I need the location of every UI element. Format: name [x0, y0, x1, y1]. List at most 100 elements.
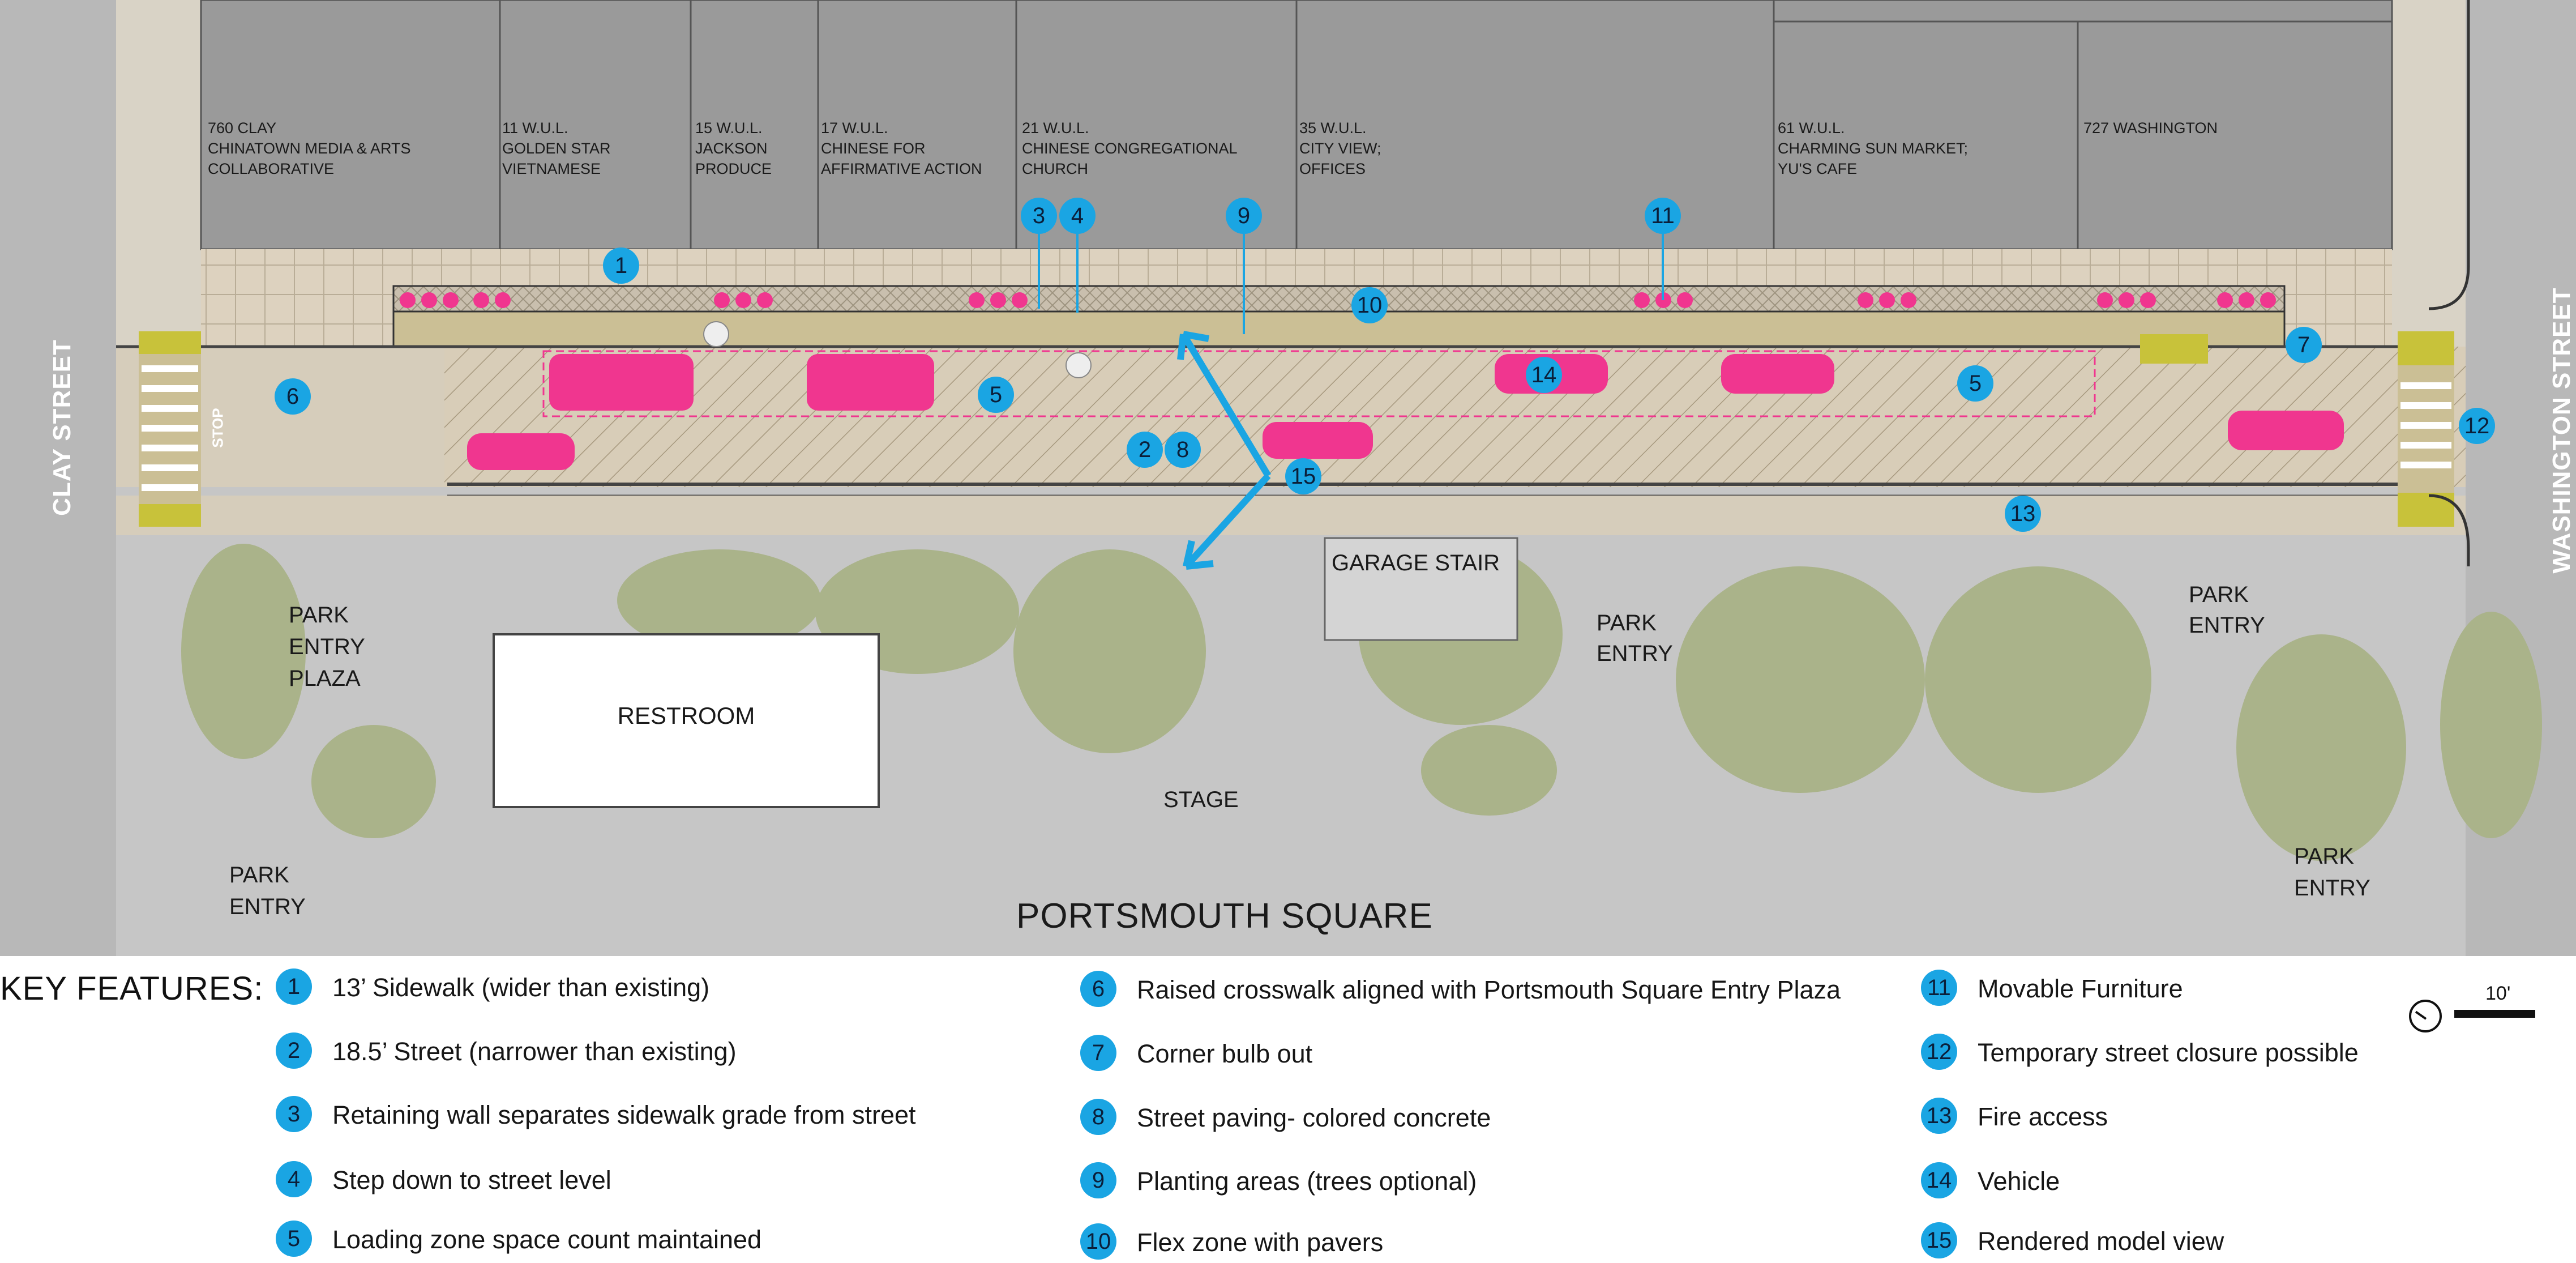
- building-name: CHARMING SUN MARKET;: [1778, 140, 1969, 157]
- key-number: 12: [1921, 1034, 1957, 1070]
- plan-marker-5b: 5: [1957, 365, 1993, 402]
- building-name: AFFIRMATIVE ACTION: [821, 160, 982, 177]
- key-label: Corner bulb out: [1137, 1039, 1313, 1068]
- plan-marker-3: 3: [1021, 198, 1057, 234]
- building-address: 17 W.U.L.: [821, 120, 888, 136]
- park-entry-label-left: PARK ENTRY: [229, 859, 306, 923]
- key-number: 3: [276, 1096, 312, 1132]
- key-number: 8: [1080, 1099, 1116, 1135]
- key-number: 2: [276, 1032, 312, 1069]
- park-entry-label-right-top: PARK ENTRY: [2189, 579, 2265, 641]
- plan-marker-5a: 5: [978, 377, 1014, 413]
- key-features-title: KEY FEATURES:: [0, 970, 264, 1007]
- garage-stair-label: GARAGE STAIR: [1332, 551, 1500, 575]
- building-label-15-wul: 15 W.U.L. JACKSON PRODUCE: [695, 118, 772, 179]
- building-address: 61 W.U.L.: [1778, 120, 1845, 136]
- plan-marker-7: 7: [2286, 327, 2322, 363]
- plan-marker-15: 15: [1285, 458, 1321, 494]
- building-name: CHINATOWN MEDIA & ARTS: [208, 140, 411, 157]
- key-number: 10: [1080, 1223, 1116, 1260]
- garage-stair-structure: [1324, 537, 1518, 641]
- plan-marker-2: 2: [1127, 432, 1163, 468]
- restroom-label: RESTROOM: [617, 702, 755, 729]
- label-line: ENTRY: [2189, 613, 2265, 638]
- label-line: PLAZA: [289, 666, 361, 691]
- building-label-727-washington: 727 WASHINGTON: [2083, 118, 2218, 138]
- plan-marker-11: 11: [1645, 198, 1681, 234]
- plan-marker-8: 8: [1165, 432, 1201, 468]
- label-line: ENTRY: [2294, 876, 2370, 901]
- vehicles: [467, 354, 2344, 470]
- building-address: 35 W.U.L.: [1299, 120, 1367, 136]
- key-number: 14: [1921, 1162, 1957, 1198]
- building-label-11-wul: 11 W.U.L. GOLDEN STAR VIETNAMESE: [502, 118, 611, 179]
- key-label: Temporary street closure possible: [1978, 1038, 2359, 1067]
- marker-leaders: [1038, 229, 1664, 334]
- stage-label: STAGE: [1163, 787, 1239, 812]
- building-name: GOLDEN STAR: [502, 140, 611, 157]
- restroom-building: [493, 633, 880, 808]
- key-label: 13’ Sidewalk (wider than existing): [332, 973, 710, 1002]
- park-entry-plaza-label: PARK ENTRY PLAZA: [289, 599, 365, 694]
- building-label-61-wul: 61 W.U.L. CHARMING SUN MARKET; YU'S CAFE: [1778, 118, 1968, 179]
- label-line: PARK: [229, 863, 289, 887]
- building-address: 760 CLAY: [208, 120, 277, 136]
- clay-street-label: CLAY STREET: [48, 339, 76, 516]
- park-entry-label-center: PARK ENTRY: [1597, 608, 1673, 669]
- washington-street-label: WASHINGTON STREET: [2548, 287, 2575, 574]
- key-label: 18.5’ Street (narrower than existing): [332, 1037, 737, 1066]
- building-label-21-wul: 21 W.U.L. CHINESE CONGREGATIONAL CHURCH: [1022, 118, 1238, 179]
- key-label: Loading zone space count maintained: [332, 1225, 762, 1254]
- plan-marker-1: 1: [603, 248, 639, 284]
- plan-marker-9: 9: [1226, 198, 1262, 234]
- north-arrow-icon: [2409, 1000, 2442, 1032]
- building-name: PRODUCE: [695, 160, 772, 177]
- key-number: 1: [276, 968, 312, 1005]
- plan-marker-13: 13: [2005, 496, 2041, 532]
- key-features-legend: [0, 956, 2576, 1263]
- label-line: ENTRY: [1597, 641, 1673, 666]
- plan-marker-10: 10: [1351, 287, 1388, 323]
- building-name: YU'S CAFE: [1778, 160, 1858, 177]
- key-number: 4: [276, 1161, 312, 1197]
- plan-marker-12: 12: [2459, 408, 2495, 444]
- building-name: CITY VIEW;: [1299, 140, 1381, 157]
- key-label: Street paving- colored concrete: [1137, 1103, 1491, 1132]
- building-address: 21 W.U.L.: [1022, 120, 1089, 136]
- scale-bar: [2454, 1010, 2535, 1018]
- building-name: JACKSON: [695, 140, 768, 157]
- plan-marker-6: 6: [275, 378, 311, 415]
- washington-crosswalk: [2398, 331, 2454, 527]
- building-name: CHURCH: [1022, 160, 1088, 177]
- portsmouth-square-label: PORTSMOUTH SQUARE: [1016, 897, 1433, 936]
- key-label: Fire access: [1978, 1102, 2108, 1131]
- stop-marking: STOP: [209, 408, 226, 448]
- building-label-760-clay: 760 CLAY CHINATOWN MEDIA & ARTS COLLABOR…: [208, 118, 411, 179]
- key-number: 5: [276, 1221, 312, 1257]
- key-label: Flex zone with pavers: [1137, 1228, 1384, 1257]
- key-number: 9: [1080, 1162, 1116, 1198]
- building-label-35-wul: 35 W.U.L. CITY VIEW; OFFICES: [1299, 118, 1381, 179]
- label-line: PARK: [1597, 611, 1657, 635]
- plan-marker-4: 4: [1059, 198, 1096, 234]
- tree-canopies: [181, 544, 2542, 861]
- label-line: PARK: [2189, 582, 2249, 607]
- key-number: 7: [1080, 1035, 1116, 1071]
- building-name: OFFICES: [1299, 160, 1366, 177]
- building-address: 727 WASHINGTON: [2083, 120, 2218, 136]
- label-line: ENTRY: [289, 634, 365, 659]
- key-number: 13: [1921, 1098, 1957, 1134]
- key-label: Retaining wall separates sidewalk grade …: [332, 1100, 916, 1129]
- park-entry-label-right-bottom: PARK ENTRY: [2294, 840, 2370, 904]
- building-address: 11 W.U.L.: [502, 120, 568, 136]
- key-label: Rendered model view: [1978, 1227, 2224, 1256]
- clay-crosswalk: [139, 331, 201, 527]
- label-line: PARK: [2294, 844, 2354, 869]
- building-row: [200, 0, 2393, 250]
- site-plan: [0, 0, 2576, 956]
- key-label: Vehicle: [1978, 1167, 2060, 1196]
- model-view-arrows: [1177, 331, 1272, 570]
- label-line: ENTRY: [229, 894, 306, 919]
- key-number: 6: [1080, 971, 1116, 1007]
- building-name: COLLABORATIVE: [208, 160, 335, 177]
